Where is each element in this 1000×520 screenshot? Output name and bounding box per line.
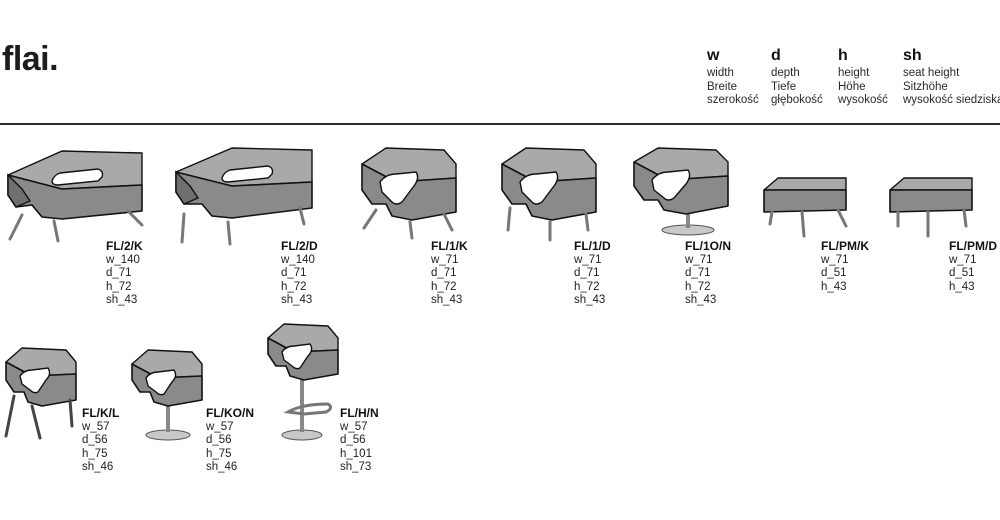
dim-value: d_56 bbox=[340, 434, 366, 446]
dim-value: d_71 bbox=[106, 267, 132, 279]
product-code: FL/1/K bbox=[431, 239, 468, 253]
dim-value: w_140 bbox=[281, 253, 315, 266]
product-spec: FL/KO/N w_57 d_56 h_75 sh_46 bbox=[206, 406, 254, 475]
dim-value: w_57 bbox=[340, 420, 368, 433]
dim-value: h_75 bbox=[206, 447, 232, 460]
bar-stool-icon bbox=[267, 323, 339, 441]
product-code: FL/1/D bbox=[574, 239, 611, 253]
product-code: FL/PM/D bbox=[949, 239, 997, 253]
legend-pl: szerokość bbox=[707, 94, 759, 106]
dim-value: d_51 bbox=[821, 267, 847, 279]
product-code: FL/K/L bbox=[82, 406, 120, 420]
dim-value: sh_73 bbox=[340, 461, 372, 473]
product-code: FL/2/K bbox=[106, 239, 143, 253]
product-spec: FL/PM/K w_71 d_51 h_43 bbox=[821, 239, 869, 294]
legend-en: height bbox=[838, 67, 870, 79]
dim-value: sh_43 bbox=[685, 294, 717, 306]
dim-value: h_72 bbox=[106, 280, 132, 293]
dim-value: h_101 bbox=[340, 447, 372, 460]
dim-value: w_71 bbox=[685, 253, 713, 266]
legend-key: w bbox=[707, 47, 720, 64]
legend-height: h height Höhe wysokość bbox=[838, 46, 888, 108]
armchair-legs-icon bbox=[361, 147, 457, 240]
dim-value: w_71 bbox=[574, 253, 602, 266]
swivel-chair-icon bbox=[131, 349, 203, 441]
dim-value: w_140 bbox=[106, 253, 140, 266]
legend-key: sh bbox=[903, 47, 922, 64]
armchair-wooden-legs-icon bbox=[501, 147, 597, 242]
legend-pl: głębokość bbox=[771, 94, 823, 106]
brand-logo: flai. bbox=[2, 40, 59, 78]
legend-key: h bbox=[838, 47, 848, 64]
dim-value: sh_46 bbox=[206, 461, 238, 473]
product-spec: FL/K/L w_57 d_56 h_75 sh_46 bbox=[82, 406, 120, 475]
dim-value: w_71 bbox=[431, 253, 459, 266]
legend-en: seat height bbox=[903, 67, 960, 79]
dim-value: w_71 bbox=[949, 253, 977, 266]
product-code: FL/H/N bbox=[340, 406, 379, 420]
dim-value: h_75 bbox=[82, 447, 108, 460]
legend-pl: wysokość bbox=[838, 94, 888, 106]
product-code: FL/1O/N bbox=[685, 239, 732, 253]
dim-value: d_71 bbox=[574, 267, 600, 279]
legend-key: d bbox=[771, 47, 781, 64]
legend-depth: d depth Tiefe głębokość bbox=[771, 46, 823, 108]
product-code: FL/KO/N bbox=[206, 406, 254, 420]
pouf-legs-icon bbox=[763, 177, 848, 238]
dim-value: sh_43 bbox=[574, 294, 606, 306]
product-code: FL/2/D bbox=[281, 239, 318, 253]
dim-value: h_43 bbox=[821, 280, 847, 293]
legend-seat-height: sh seat height Sitzhöhe wysokość siedzis… bbox=[903, 46, 1000, 108]
two-seat-sofa-wooden-legs-icon bbox=[175, 147, 313, 246]
dim-value: d_56 bbox=[206, 434, 232, 446]
legend-de: Sitzhöhe bbox=[903, 80, 948, 93]
dim-value: d_51 bbox=[949, 267, 975, 279]
pouf-wooden-legs-icon bbox=[889, 177, 973, 238]
two-seat-sofa-legs-icon bbox=[7, 150, 144, 243]
dim-value: sh_43 bbox=[281, 294, 313, 306]
dim-value: d_56 bbox=[82, 434, 108, 446]
product-spec: FL/2/D w_140 d_71 h_72 sh_43 bbox=[281, 239, 318, 308]
product-spec: FL/1/D w_71 d_71 h_72 sh_43 bbox=[574, 239, 611, 308]
legend-en: width bbox=[707, 67, 734, 79]
dim-value: w_71 bbox=[821, 253, 849, 266]
legend-pl: wysokość siedziska bbox=[903, 94, 1000, 106]
header-divider bbox=[0, 123, 1000, 125]
dim-value: h_72 bbox=[431, 280, 457, 293]
dim-value: w_57 bbox=[206, 420, 234, 433]
legend-de: Höhe bbox=[838, 80, 866, 93]
product-spec: FL/PM/D w_71 d_51 h_43 bbox=[949, 239, 997, 294]
dim-value: w_57 bbox=[82, 420, 110, 433]
legend-de: Tiefe bbox=[771, 80, 797, 93]
dim-value: sh_43 bbox=[431, 294, 463, 306]
product-spec: FL/H/N w_57 d_56 h_101 sh_73 bbox=[340, 406, 379, 475]
dim-value: h_43 bbox=[949, 280, 975, 293]
product-code: FL/PM/K bbox=[821, 239, 869, 253]
legend-en: depth bbox=[771, 67, 800, 79]
product-spec: FL/2/K w_140 d_71 h_72 sh_43 bbox=[106, 239, 143, 308]
dim-value: sh_43 bbox=[106, 294, 138, 306]
legend-width: w width Breite szerokość bbox=[707, 46, 759, 108]
dim-value: d_71 bbox=[431, 267, 457, 279]
swivel-armchair-icon bbox=[633, 147, 729, 236]
dim-value: d_71 bbox=[281, 267, 307, 279]
legend-de: Breite bbox=[707, 80, 738, 93]
dim-value: h_72 bbox=[574, 280, 600, 293]
dim-value: h_72 bbox=[685, 280, 711, 293]
chair-legs-icon bbox=[4, 347, 77, 440]
product-spec: FL/1/K w_71 d_71 h_72 sh_43 bbox=[431, 239, 468, 308]
dim-value: h_72 bbox=[281, 280, 307, 293]
dim-value: d_71 bbox=[685, 267, 711, 279]
dim-value: sh_46 bbox=[82, 461, 114, 473]
product-spec: FL/1O/N w_71 d_71 h_72 sh_43 bbox=[685, 239, 732, 308]
